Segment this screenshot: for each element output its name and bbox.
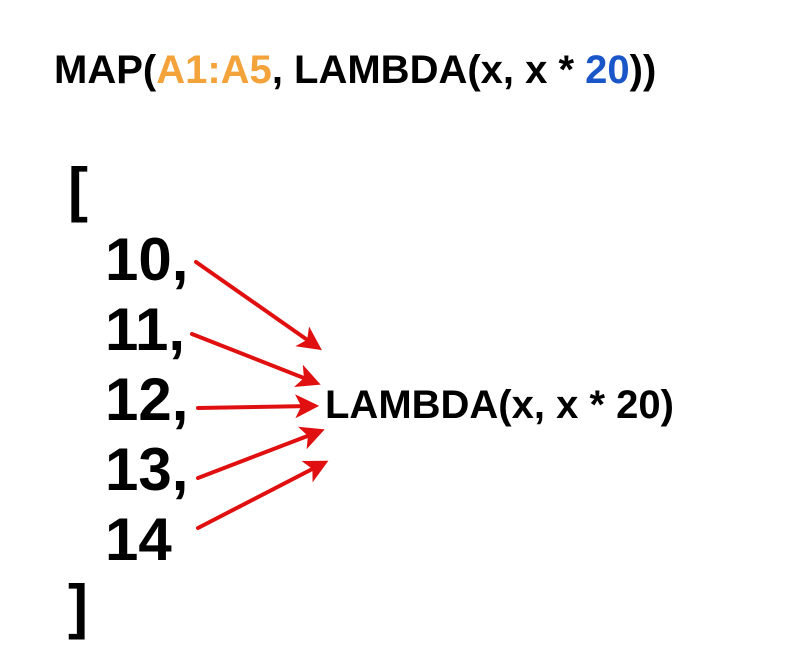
array-item-3: 12,: [105, 366, 189, 433]
array-item-2: 11,: [105, 296, 186, 363]
map-formula: MAP(A1:A5, LAMBDA(x, x * 20)): [54, 40, 656, 100]
arrow-item-3: [196, 394, 320, 419]
array-close-bracket: ]: [68, 573, 88, 640]
arrow-item-2: [190, 332, 321, 388]
arrow-item-4: [196, 426, 325, 480]
arrow-item-1: [194, 260, 322, 351]
formula-range: A1:A5: [156, 48, 272, 92]
array-open-bracket: [: [68, 156, 88, 223]
lambda-label: LAMBDA(x, x * 20): [325, 383, 674, 427]
formula-middle: , LAMBDA(x, x *: [271, 48, 586, 92]
arrow-item-5: [196, 460, 329, 530]
formula-multiplier: 20: [585, 48, 630, 92]
array-item-5: 14: [105, 506, 172, 573]
formula-suffix: )): [629, 48, 657, 92]
array-item-1: 10,: [105, 226, 189, 293]
array-item-4: 13,: [105, 436, 189, 503]
formula-prefix: MAP(: [54, 48, 157, 92]
